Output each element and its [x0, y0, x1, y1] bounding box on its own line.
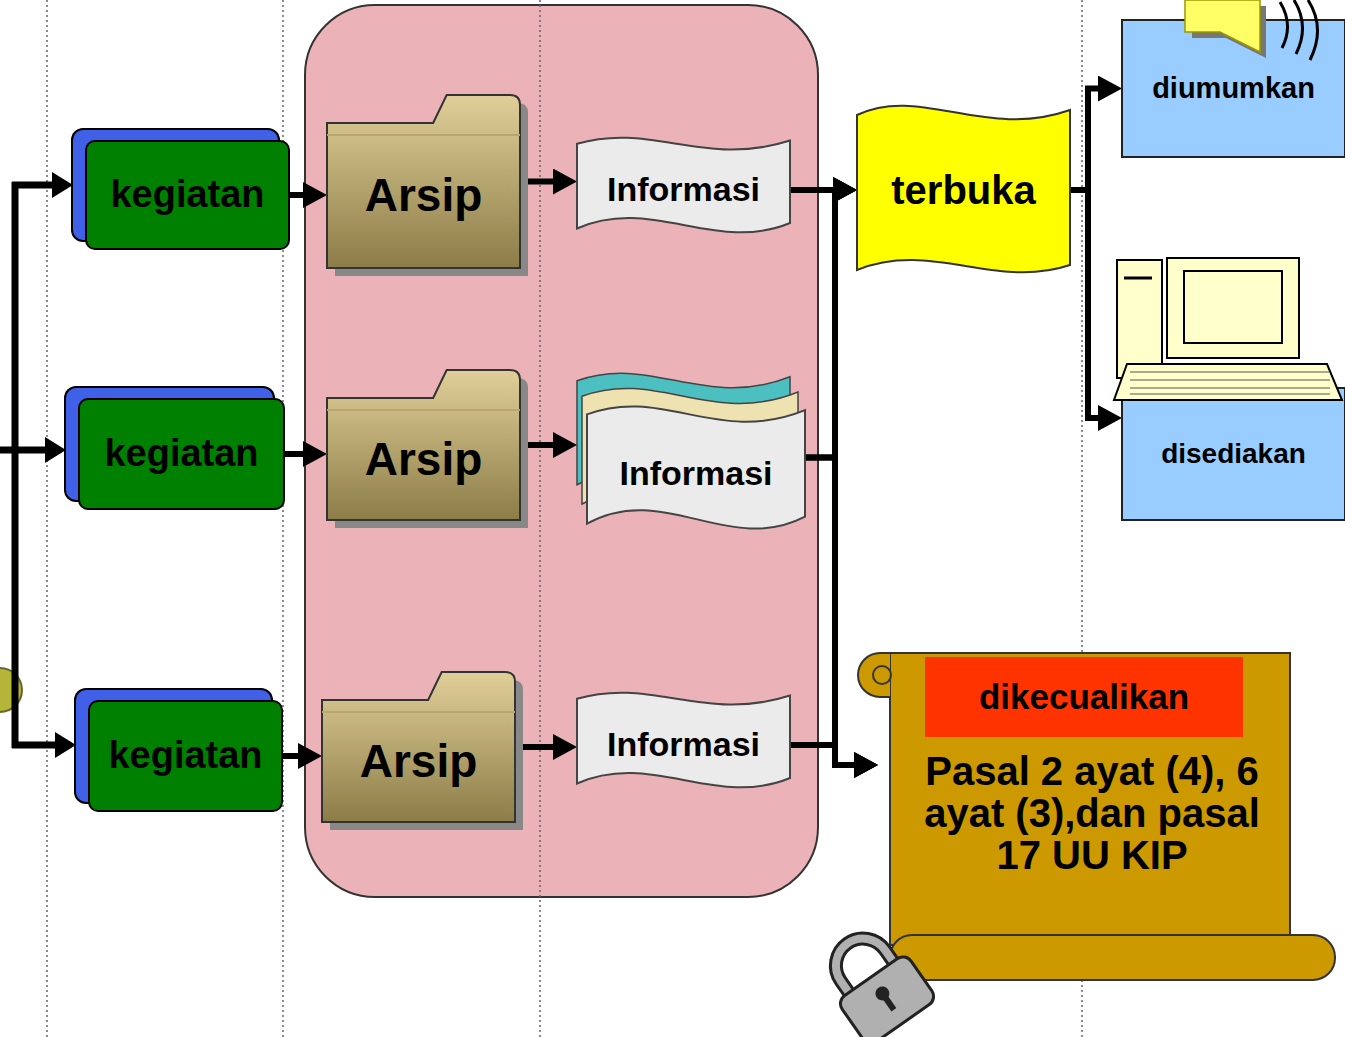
edge-dot	[0, 668, 22, 712]
node-label: Arsip	[365, 435, 483, 483]
connector-arrow	[290, 192, 313, 198]
node-label: kegiatan	[108, 736, 262, 776]
activity-box: kegiatan	[78, 398, 285, 510]
lock-icon	[813, 919, 937, 1037]
speaker-icon	[1185, 0, 1318, 60]
node-label: kegiatan	[110, 175, 264, 215]
archive-region	[305, 5, 818, 897]
connector-arrow	[285, 451, 313, 457]
archive-folder: Arsip	[322, 672, 515, 822]
open-flag: terbuka	[857, 100, 1070, 280]
node-label: disediakan	[1161, 439, 1306, 468]
node-label: dikecualikan	[979, 679, 1189, 716]
node-label: Arsip	[360, 737, 478, 785]
archive-folder: Arsip	[327, 370, 520, 520]
information-document-stack: Informasi	[577, 370, 805, 545]
exception-label-box: dikecualikan	[925, 657, 1243, 737]
connector-arrow	[1070, 190, 1108, 418]
node-label: terbuka	[891, 169, 1036, 211]
information-document: Informasi	[577, 690, 790, 800]
input-trunk	[0, 172, 76, 758]
node-label: Informasi	[607, 172, 760, 208]
archive-folder: Arsip	[327, 95, 520, 268]
connector-arrow	[790, 745, 864, 765]
node-label: diumumkan	[1152, 73, 1315, 103]
announced-box: diumumkan	[1122, 20, 1345, 157]
legal-reference: Pasal 2 ayat (4), 6 ayat (3),dan pasal 1…	[917, 750, 1267, 876]
node-label: Arsip	[365, 171, 483, 219]
activity-box: kegiatan	[85, 140, 290, 250]
node-label: Informasi	[607, 727, 760, 763]
information-document: Informasi	[577, 135, 790, 245]
activity-box: kegiatan	[88, 700, 283, 812]
exception-scroll: Pasal 2 ayat (4), 6 ayat (3),dan pasal 1…	[850, 645, 1335, 980]
connector-arrow	[1070, 89, 1108, 191]
computer-icon	[1114, 258, 1342, 400]
node-label: kegiatan	[104, 434, 258, 474]
provided-box: disediakan	[1122, 388, 1345, 520]
node-label: Informasi	[619, 456, 772, 492]
connector-arrow	[283, 753, 308, 759]
